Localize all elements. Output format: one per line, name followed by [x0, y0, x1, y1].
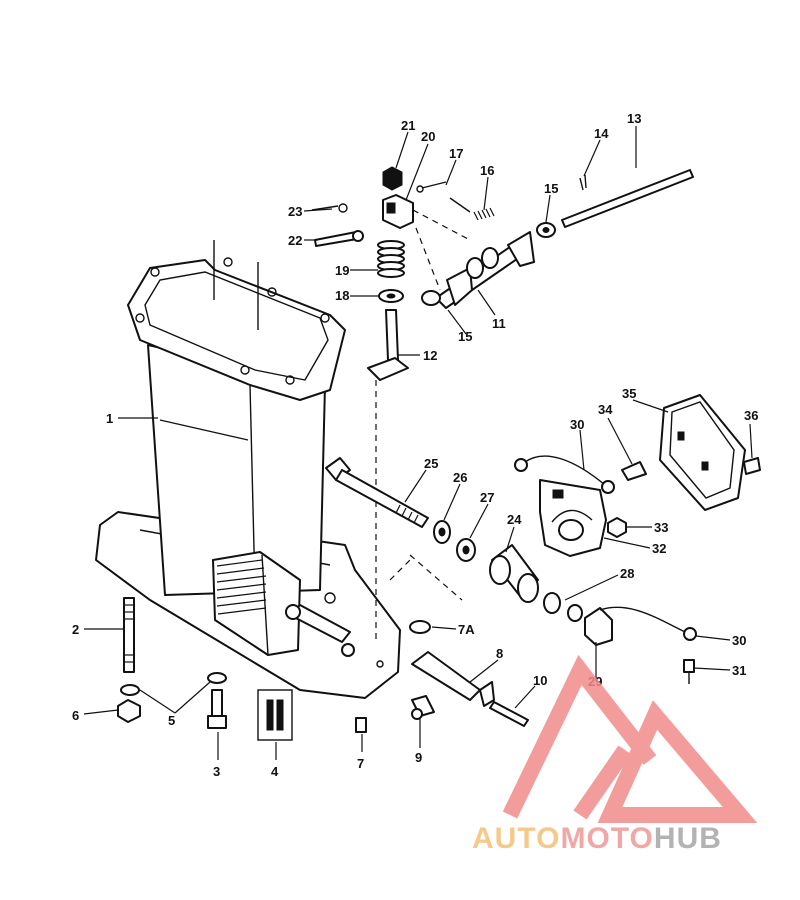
callout-3: 3: [213, 764, 220, 779]
callout-25: 25: [424, 456, 438, 471]
shift-linkage-parts: [311, 166, 694, 640]
callout-30-bottom: 30: [732, 633, 746, 648]
callout-4: 4: [271, 764, 279, 779]
callout-labels: 1 2 3 4 5 6 7 7A 8 9 10 11 12 13 14 15 1…: [72, 111, 758, 779]
callout-24: 24: [507, 512, 522, 527]
callout-15-bottom: 15: [458, 329, 472, 344]
callout-11: 11: [492, 316, 506, 331]
callout-20: 20: [421, 129, 435, 144]
callout-14: 14: [594, 126, 609, 141]
callout-5: 5: [168, 713, 175, 728]
callout-18: 18: [335, 288, 349, 303]
callout-21: 21: [401, 118, 415, 133]
callout-31: 31: [732, 663, 746, 678]
callout-33: 33: [654, 520, 668, 535]
callout-16: 16: [480, 163, 494, 178]
callout-19: 19: [335, 263, 349, 278]
callout-7a: 7A: [458, 622, 475, 637]
callout-34: 34: [598, 402, 613, 417]
callout-6: 6: [72, 708, 79, 723]
lower-parts: [117, 597, 529, 741]
driveshaft-housing: [95, 240, 401, 699]
callout-35: 35: [622, 386, 636, 401]
callout-27: 27: [480, 490, 494, 505]
callout-23: 23: [288, 204, 302, 219]
callout-17: 17: [449, 146, 463, 161]
callout-7: 7: [357, 756, 364, 771]
callout-12: 12: [423, 348, 437, 363]
callout-28: 28: [620, 566, 634, 581]
callout-36: 36: [744, 408, 758, 423]
callout-22: 22: [288, 233, 302, 248]
callout-8: 8: [496, 646, 503, 661]
callout-2: 2: [72, 622, 79, 637]
callout-29: 29: [588, 674, 602, 689]
callout-15-top: 15: [544, 181, 558, 196]
callout-9: 9: [415, 750, 422, 765]
callout-30-top: 30: [570, 417, 584, 432]
callout-13: 13: [627, 111, 641, 126]
mount-parts: [325, 394, 761, 684]
callout-32: 32: [652, 541, 666, 556]
callout-1: 1: [106, 411, 113, 426]
callout-26: 26: [453, 470, 467, 485]
callout-10: 10: [533, 673, 547, 688]
